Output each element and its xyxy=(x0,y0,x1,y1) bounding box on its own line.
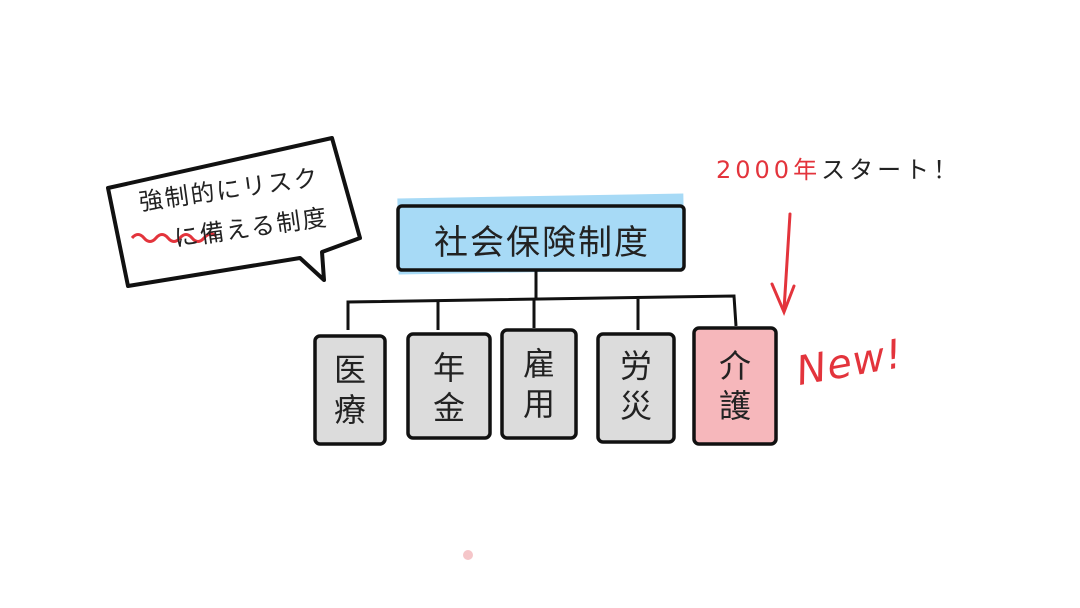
branch-1-line2: 療 xyxy=(333,391,366,429)
branch-3-line2: 用 xyxy=(522,385,555,423)
branch-label-3: 雇 用 xyxy=(509,344,569,424)
branch-box-5 xyxy=(692,326,778,446)
branch-2-line1: 年 xyxy=(432,349,465,387)
branch-1-line1: 医 xyxy=(333,351,366,389)
branch-boxes xyxy=(313,326,778,446)
page-indicator-dot xyxy=(463,550,473,560)
branch-box-3 xyxy=(500,328,578,440)
branch-label-5: 介 護 xyxy=(705,346,765,426)
branch-4-line2: 災 xyxy=(619,387,652,425)
start-year: 2000年 xyxy=(716,156,822,184)
root-node-label: 社会保険制度 xyxy=(434,223,650,263)
start-text: スタート！ xyxy=(821,156,962,184)
root-shade xyxy=(397,193,685,275)
branch-5-line1: 介 xyxy=(718,347,751,385)
branch-2-line2: 金 xyxy=(432,389,465,427)
branch-5-line2: 護 xyxy=(718,387,751,425)
branch-4-line1: 労 xyxy=(619,347,652,385)
branch-box-4 xyxy=(596,332,676,444)
root-box xyxy=(396,204,686,272)
branch-label-2: 年 金 xyxy=(419,348,479,428)
start-year-annotation: 2000年スタート！ xyxy=(716,150,961,185)
branch-box-2 xyxy=(406,332,492,440)
branch-3-line1: 雇 xyxy=(522,345,555,383)
wavy-underline xyxy=(130,232,217,243)
branch-label-1: 医 療 xyxy=(320,350,380,430)
down-arrow-icon xyxy=(770,212,796,316)
branch-box-1 xyxy=(313,334,387,446)
speech-bubble-icon xyxy=(106,136,362,288)
tree-connectors xyxy=(346,270,738,330)
branch-label-4: 労 災 xyxy=(606,346,666,426)
